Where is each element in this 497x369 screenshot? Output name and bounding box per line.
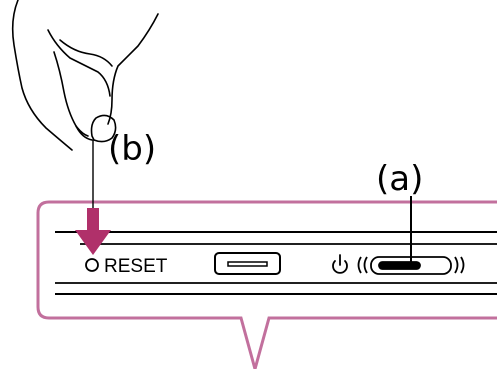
reset-hole-icon[interactable] bbox=[85, 258, 99, 272]
power-slider-switch-icon[interactable] bbox=[357, 256, 465, 275]
callout-b-label: (b) bbox=[108, 129, 156, 169]
usb-port-icon[interactable] bbox=[214, 252, 281, 275]
callout-frame bbox=[36, 200, 497, 369]
reset-label: RESET bbox=[104, 256, 168, 277]
callout-a-label: (a) bbox=[376, 159, 423, 199]
power-icon bbox=[332, 254, 348, 274]
down-arrow-icon bbox=[75, 208, 111, 255]
hand-holding-pin-icon bbox=[11, 0, 159, 213]
